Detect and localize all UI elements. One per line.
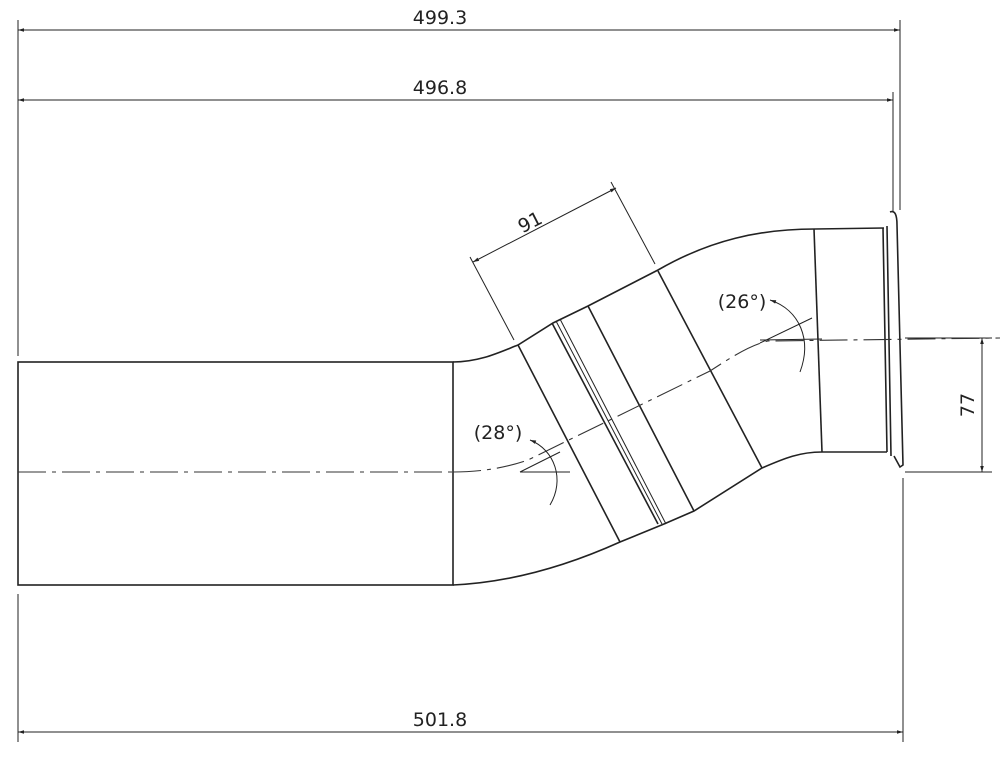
angle-second-bend: (26°) bbox=[718, 291, 767, 313]
angle-arcs bbox=[529, 299, 805, 506]
dim-section-length: 91 bbox=[515, 207, 547, 238]
extension-lines bbox=[17, 20, 992, 742]
angle-first-bend: (28°) bbox=[474, 422, 523, 444]
dim-overall-second: 496.8 bbox=[413, 77, 467, 99]
dimension-lines bbox=[18, 28, 984, 734]
pipe-outline bbox=[17, 210, 904, 586]
dim-offset: 77 bbox=[957, 393, 979, 417]
dim-overall-bottom: 501.8 bbox=[413, 709, 467, 731]
dim-overall-top: 499.3 bbox=[413, 7, 467, 29]
centerlines bbox=[18, 317, 1000, 473]
